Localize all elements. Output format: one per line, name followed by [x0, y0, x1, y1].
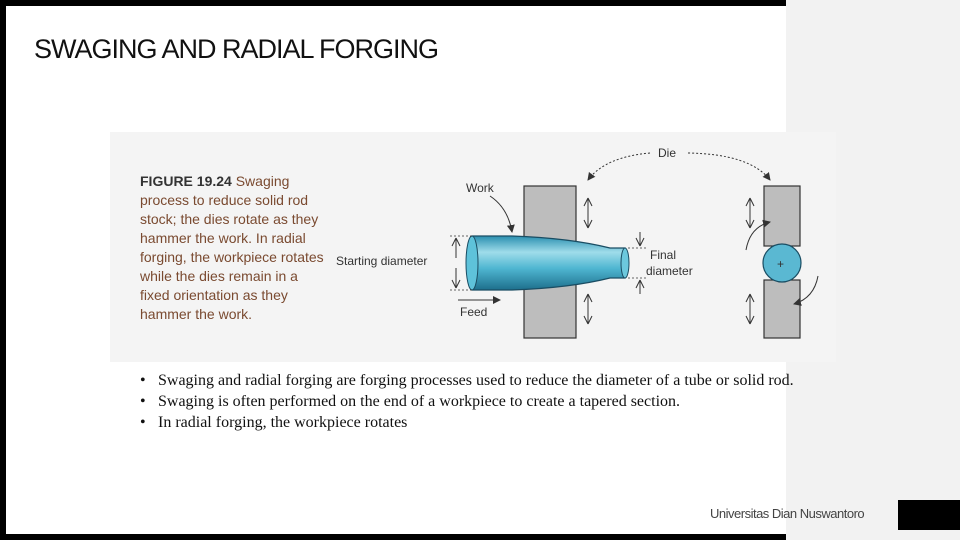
die-motion-arrow-right-lower — [745, 293, 755, 325]
rotation-arc-left — [745, 219, 771, 251]
bullet-item: In radial forging, the workpiece rotates — [138, 412, 898, 433]
swaging-diagram: + Die Work Starting diameter Final dia — [336, 146, 819, 339]
bullet-item: Swaging and radial forging are forging p… — [138, 370, 898, 391]
figure-caption: FIGURE 19.24 Swaging process to reduce s… — [140, 172, 325, 324]
corner-block — [898, 500, 960, 530]
right-die-bottom — [763, 279, 801, 339]
bullet-list: Swaging and radial forging are forging p… — [138, 370, 898, 433]
right-die-top — [763, 185, 801, 247]
footer-institution: Universitas Dian Nuswantoro — [710, 506, 865, 521]
die-label: Die — [658, 146, 676, 160]
final-diameter-arrow-bottom — [635, 279, 645, 294]
starting-diameter-arrow-up — [451, 237, 461, 258]
frame-bottom-border — [0, 534, 786, 540]
final-diameter-extensions — [628, 247, 646, 279]
slide-title: SWAGING AND RADIAL FORGING — [34, 34, 439, 64]
final-diameter-arrow-top — [635, 232, 645, 247]
die-leader-right — [687, 152, 771, 181]
die-leader-left — [587, 152, 651, 181]
die-motion-arrow-right-upper — [745, 197, 755, 229]
swaging-figure: FIGURE 19.24 Swaging process to reduce s… — [110, 132, 836, 362]
starting-diameter-arrow-down — [451, 268, 461, 289]
rotation-plus-icon: + — [777, 257, 784, 271]
final-label: Final — [650, 248, 676, 262]
figure-caption-text: Swaging process to reduce solid rod stoc… — [140, 173, 324, 322]
diameter-label: diameter — [646, 264, 693, 278]
frame-left-border — [0, 0, 6, 540]
bullet-item: Swaging is often performed on the end of… — [138, 391, 898, 412]
rod-end — [465, 235, 479, 291]
frame-top-border — [0, 0, 786, 6]
die-motion-arrow-lower — [583, 293, 593, 325]
work-leader — [489, 195, 515, 233]
starting-diameter-label: Starting diameter — [336, 254, 427, 268]
rotation-arc-right — [793, 275, 819, 306]
feed-label: Feed — [460, 305, 487, 319]
figure-number: FIGURE 19.24 — [140, 173, 232, 189]
rod-workpiece — [468, 235, 626, 291]
rod-cross-section — [762, 243, 802, 283]
rod-tip — [620, 247, 630, 279]
work-label: Work — [466, 181, 495, 195]
die-motion-arrow-upper — [583, 197, 593, 229]
